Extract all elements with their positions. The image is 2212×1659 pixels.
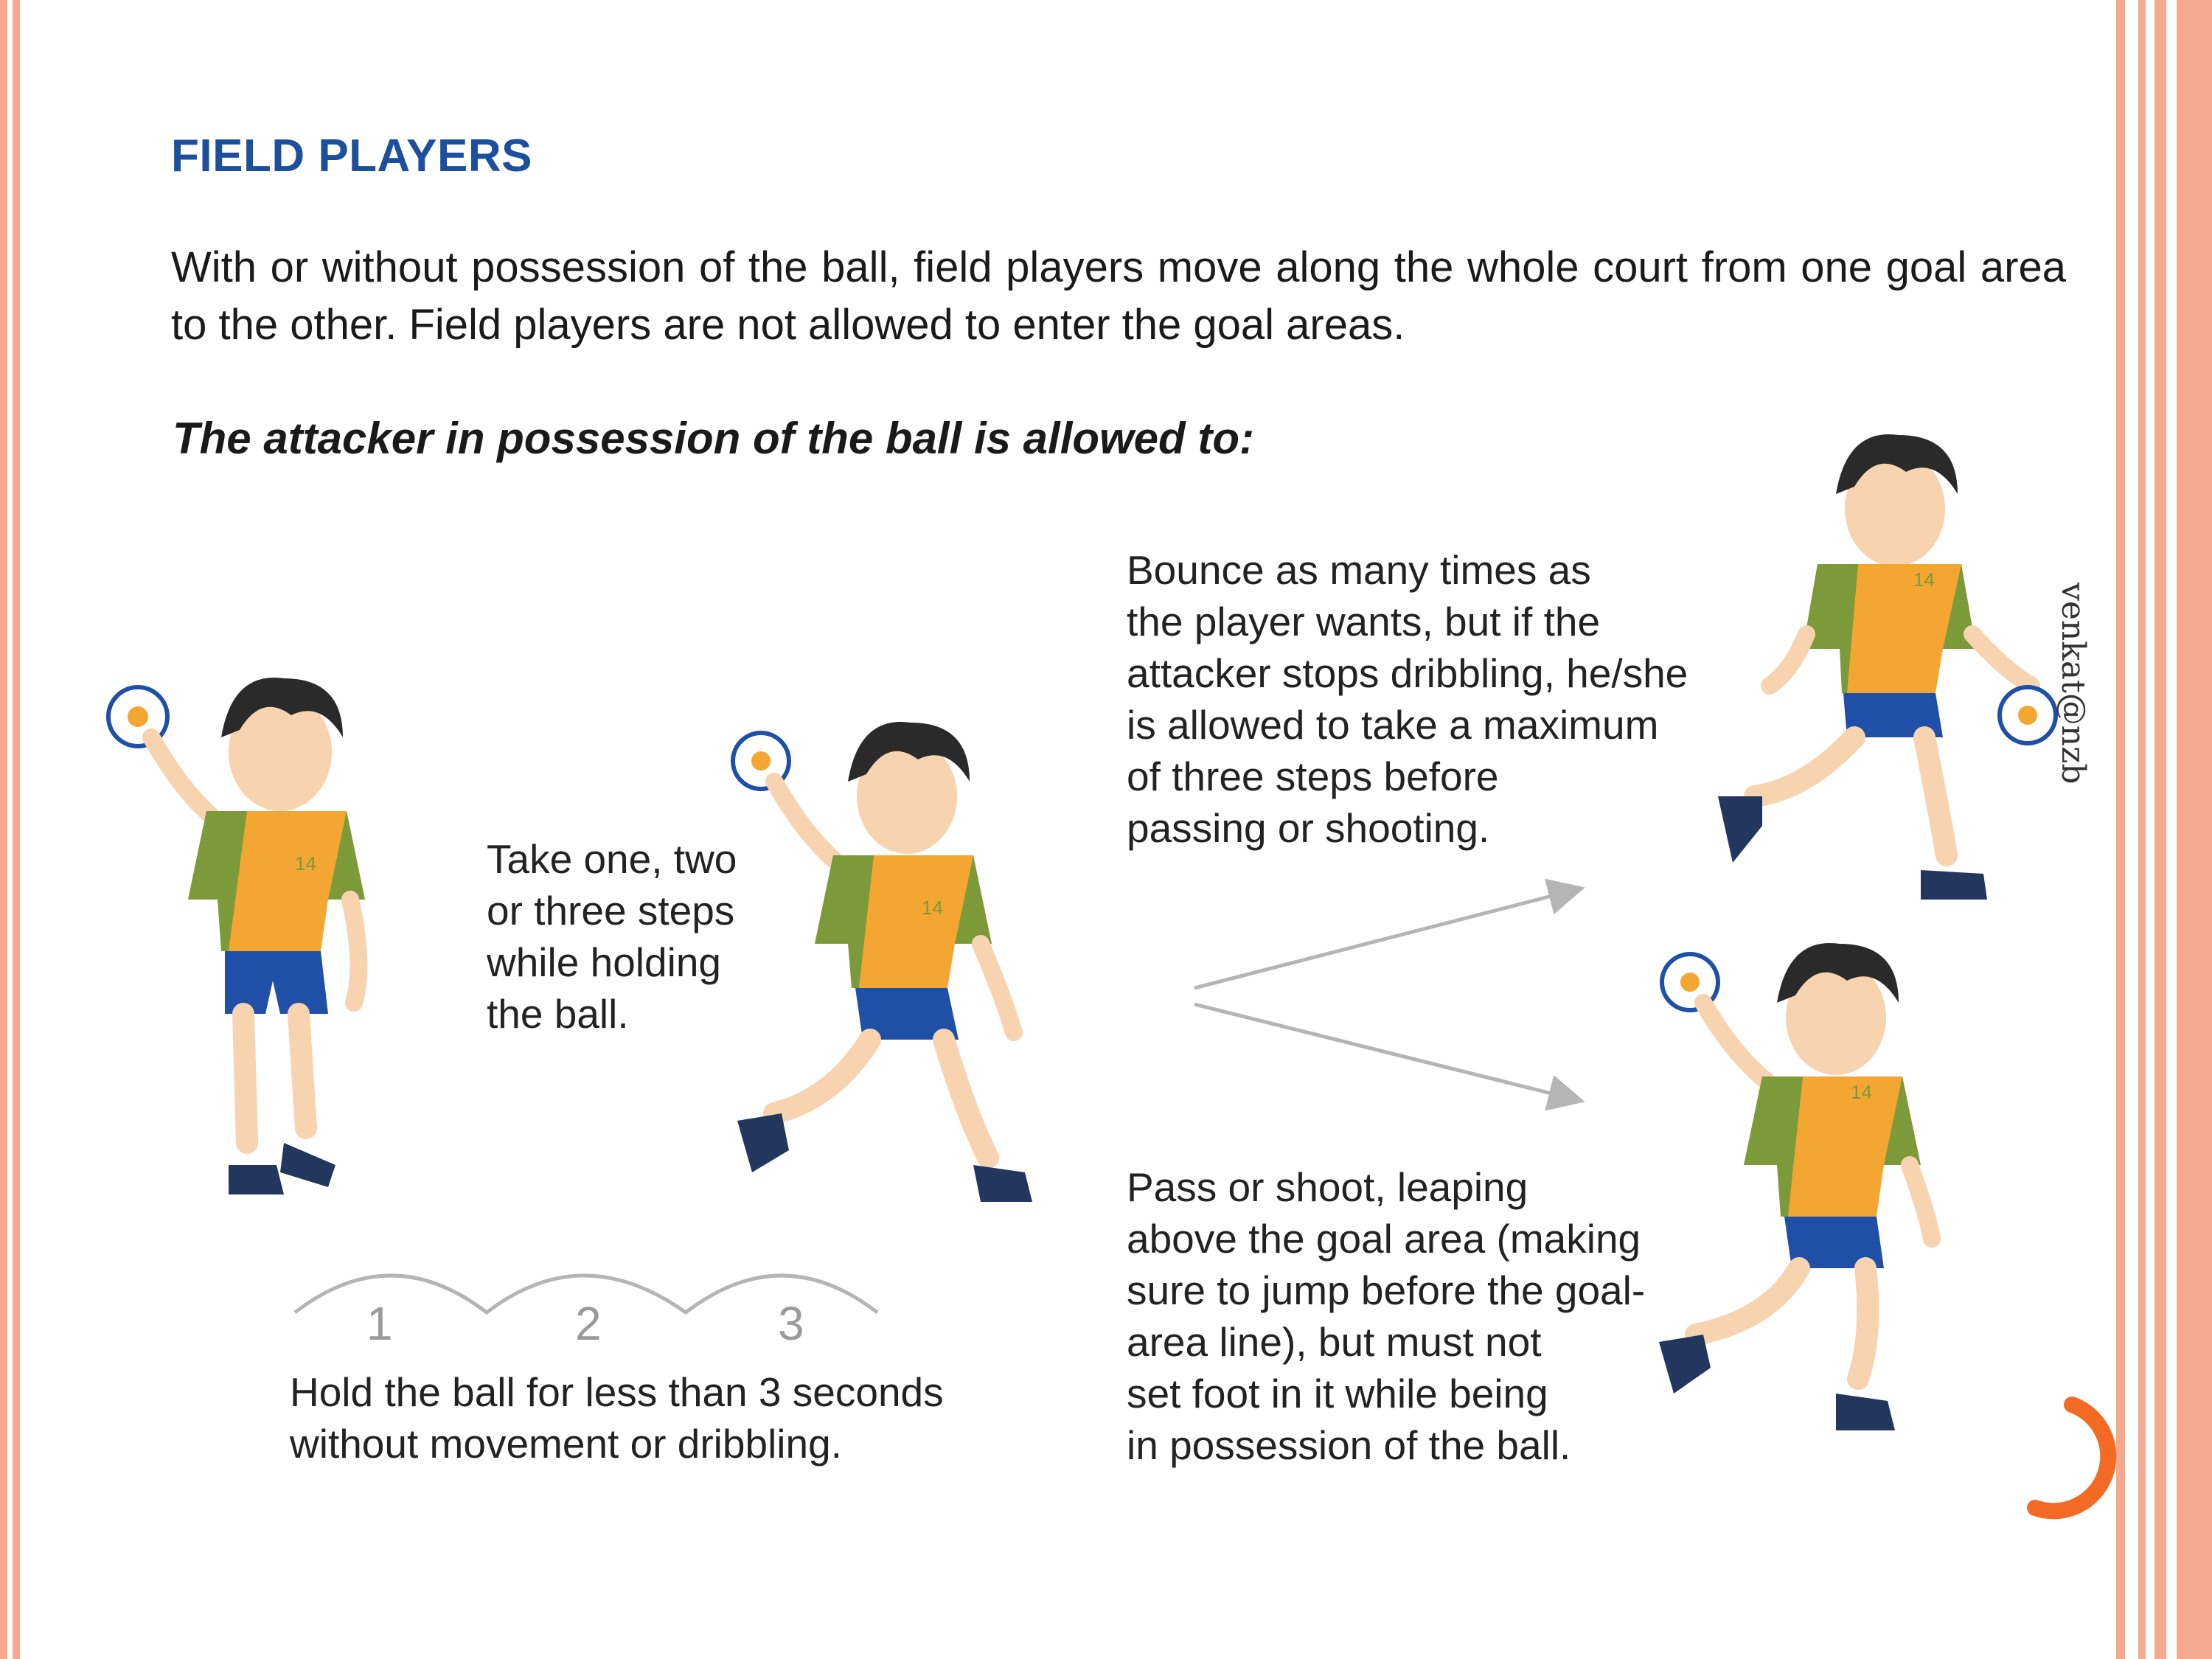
section-subheading: The attacker in possession of the ball i…: [173, 414, 1254, 463]
player-stepping-figure: 14: [731, 722, 1032, 1202]
watermark: venkat@nzb: [2054, 582, 2092, 785]
branch-arrows-icon: [1194, 878, 1585, 1111]
step-number-2: 2: [575, 1297, 602, 1350]
left-border: [0, 0, 28, 1659]
step-number-1: 1: [366, 1297, 393, 1350]
jersey-number: 14: [1913, 568, 1935, 591]
right-border: [2116, 0, 2212, 1659]
step-number-3: 3: [778, 1297, 804, 1350]
page-title: FIELD PLAYERS: [171, 131, 532, 181]
jersey-number: 14: [922, 897, 943, 919]
player-standing-figure: 14: [106, 678, 368, 1194]
jersey-number: 14: [295, 852, 316, 874]
intro-paragraph: With or without possession of the ball, …: [171, 243, 2066, 349]
player-shooting-figure: 14: [1659, 943, 1941, 1430]
player-dribbling-figure: 14: [1718, 434, 2058, 900]
step-arcs-icon: [293, 1273, 879, 1315]
jersey-number: 14: [1851, 1081, 1872, 1103]
orange-arc-icon: [2027, 1397, 2117, 1520]
